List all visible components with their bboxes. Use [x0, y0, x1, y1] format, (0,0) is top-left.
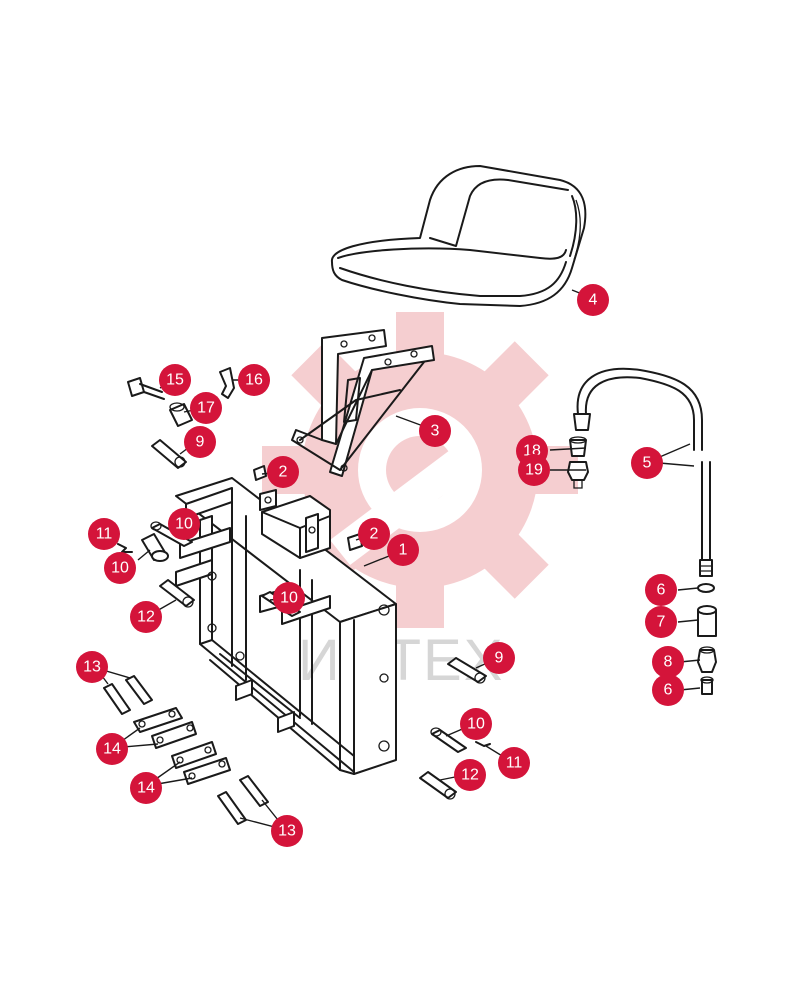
link-14-b [171, 741, 231, 785]
svg-text:5: 5 [643, 455, 652, 472]
svg-text:6: 6 [657, 582, 666, 599]
svg-text:13: 13 [83, 659, 101, 676]
svg-text:10: 10 [467, 716, 485, 733]
callout-link-b[interactable]: 14 [130, 772, 162, 804]
washer-6-top [697, 583, 715, 593]
svg-text:14: 14 [103, 741, 121, 758]
callout-pin-10-b[interactable]: 10 [104, 552, 136, 584]
svg-text:12: 12 [461, 767, 479, 784]
callout-seat-bracket[interactable]: 3 [419, 415, 451, 447]
callout-nut-top[interactable]: 2 [267, 456, 299, 488]
svg-text:12: 12 [137, 609, 155, 626]
svg-text:13: 13 [278, 823, 296, 840]
callout-washer-a[interactable]: 6 [645, 574, 677, 606]
svg-text:11: 11 [506, 755, 523, 772]
bolt-15 [127, 377, 165, 400]
svg-text:19: 19 [525, 462, 543, 479]
callout-clip-b[interactable]: 11 [498, 747, 530, 779]
clip-11-right [475, 741, 491, 747]
callout-pin-12-b[interactable]: 12 [454, 759, 486, 791]
svg-text:10: 10 [111, 560, 129, 577]
svg-text:11: 11 [96, 526, 113, 543]
pin-12-left [159, 579, 195, 608]
svg-text:1: 1 [399, 542, 408, 559]
svg-text:9: 9 [495, 650, 504, 667]
svg-text:14: 14 [137, 780, 155, 797]
callout-coupling[interactable]: 7 [645, 606, 677, 638]
svg-text:10: 10 [175, 516, 193, 533]
seat [330, 165, 587, 307]
svg-text:15: 15 [166, 372, 184, 389]
callout-pin-13-a[interactable]: 13 [76, 651, 108, 683]
sleeve-17 [169, 402, 193, 427]
callout-pin-right[interactable]: 9 [483, 642, 515, 674]
callout-pin-left[interactable]: 9 [184, 426, 216, 458]
callout-link-a[interactable]: 14 [96, 733, 128, 765]
callout-bracket-small[interactable]: 16 [238, 364, 270, 396]
pin-10-d [430, 727, 467, 753]
pin-10-a [150, 521, 193, 547]
pin-13-b [217, 775, 269, 825]
callout-hose[interactable]: 5 [631, 447, 663, 479]
callout-pin-10-a[interactable]: 10 [168, 508, 200, 540]
svg-text:10: 10 [280, 590, 298, 607]
link-14-a [133, 707, 197, 749]
pin-10-b [141, 533, 169, 562]
svg-text:2: 2 [370, 526, 379, 543]
fitting-19 [567, 461, 589, 489]
washer-6-bottom [700, 676, 714, 695]
svg-text:6: 6 [664, 682, 673, 699]
nut-top [253, 465, 267, 481]
hydraulic-hose [573, 367, 713, 577]
callouts: 4 3 1 5 2 2 9 9 6 7 8 6 10 10 10 10 11 1… [76, 284, 684, 847]
bracket-16 [219, 367, 235, 399]
callout-bolt[interactable]: 15 [159, 364, 191, 396]
clip-11-left [117, 543, 133, 553]
callout-pin-10-d[interactable]: 10 [460, 708, 492, 740]
svg-text:16: 16 [245, 372, 263, 389]
callout-sleeve[interactable]: 17 [190, 392, 222, 424]
coupling-7 [697, 605, 717, 637]
callout-frame[interactable]: 1 [387, 534, 419, 566]
svg-text:4: 4 [589, 292, 598, 309]
fitting-18 [569, 436, 587, 457]
callout-nut-right[interactable]: 2 [358, 518, 390, 550]
callout-washer-b[interactable]: 6 [652, 674, 684, 706]
pin-9-right [447, 657, 487, 684]
callout-adapter[interactable]: 8 [652, 646, 684, 678]
callout-seat[interactable]: 4 [577, 284, 609, 316]
callout-pin-13-b[interactable]: 13 [271, 815, 303, 847]
pin-13-a [103, 675, 153, 715]
nut-right [347, 533, 363, 551]
callout-clip-a[interactable]: 11 [88, 518, 120, 550]
pin-12-right [419, 771, 457, 800]
svg-text:7: 7 [657, 614, 666, 631]
adapter-8 [697, 646, 717, 673]
callout-fitting-b[interactable]: 19 [518, 454, 550, 486]
svg-text:17: 17 [197, 400, 215, 417]
pin-9-left [151, 439, 187, 469]
callout-pin-10-c[interactable]: 10 [273, 582, 305, 614]
svg-text:3: 3 [431, 423, 440, 440]
svg-text:9: 9 [196, 434, 205, 451]
watermark-text: ИНТЕХ [298, 628, 504, 693]
callout-pin-12-a[interactable]: 12 [130, 601, 162, 633]
seat-bracket [291, 329, 435, 477]
svg-text:8: 8 [664, 654, 673, 671]
svg-text:2: 2 [279, 464, 288, 481]
